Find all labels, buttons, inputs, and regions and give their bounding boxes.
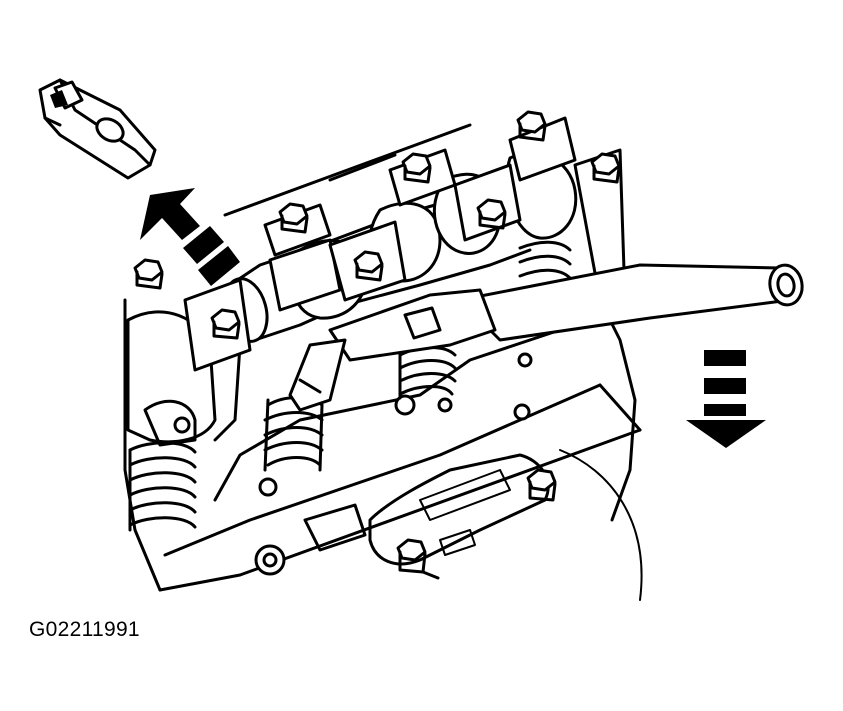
bolt [590,152,621,184]
bolt [526,468,557,502]
bolt [278,202,309,234]
arrow-up-left-icon [140,188,240,286]
bolt [353,250,384,282]
spring-compressor-tool [288,263,804,412]
arrow-down-icon [686,350,766,448]
cylinder-head [123,123,643,601]
valve-spring-left [128,441,197,532]
cap-bolts [133,110,621,580]
bolt [476,198,507,230]
bolt [401,152,432,184]
bolt [396,538,440,580]
figure-code: G02211991 [29,618,140,641]
rocker-arm-icon [38,78,157,180]
bolt [133,258,164,290]
bolt [210,308,241,340]
bolt [516,110,547,142]
